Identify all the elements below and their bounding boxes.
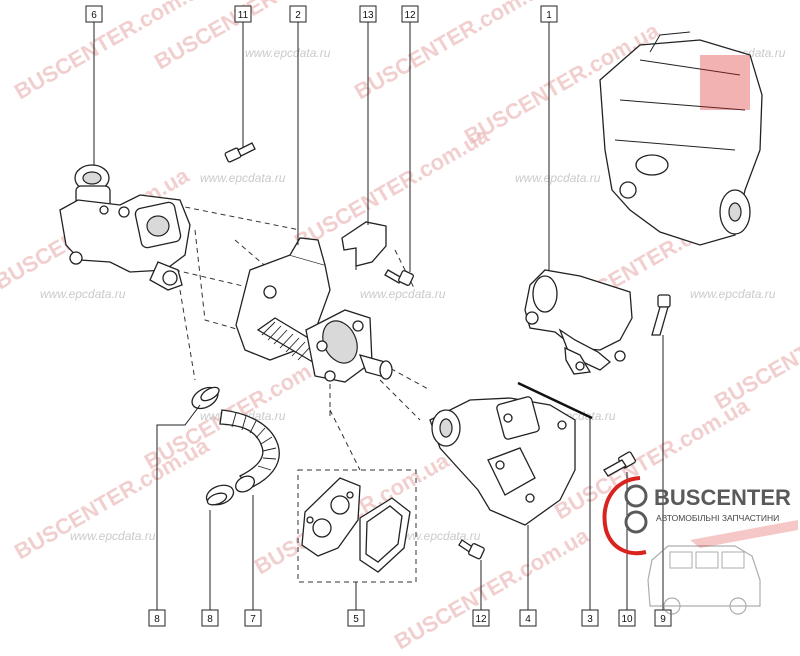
- part-gasket-thin: [517, 381, 593, 420]
- part-hose-clamp-lower: [205, 484, 235, 506]
- callout-3: 3: [581, 609, 599, 627]
- callout-8-right: 8: [201, 609, 219, 627]
- part-bolt-9: [651, 294, 671, 336]
- watermark-site: www.epcdata.ru: [245, 46, 331, 60]
- part-egr-cooler: [235, 237, 393, 383]
- callout-label: 12: [404, 10, 416, 21]
- callout-7: 7: [244, 609, 262, 627]
- callout-label: 10: [621, 614, 633, 625]
- leader-lines: [93, 20, 664, 610]
- part-hose-clamp-upper: [191, 386, 220, 410]
- watermark-site: www.epcdata.ru: [690, 287, 776, 301]
- watermark-site: www.epcdata.ru: [40, 287, 126, 301]
- callout-10: 10: [618, 609, 636, 627]
- callout-label: 13: [362, 10, 374, 21]
- watermark-brand: BUSCENTER.com.ua: [350, 0, 554, 104]
- watermark-site: www.epcdata.ru: [515, 171, 601, 185]
- callout-13: 13: [359, 5, 377, 23]
- watermark-site: www.epcdata.ru: [70, 529, 156, 543]
- callout-4: 4: [519, 609, 537, 627]
- callout-9: 9: [654, 609, 672, 627]
- logo-ring: [624, 484, 648, 508]
- callout-label: 4: [525, 614, 531, 625]
- watermark-site: www.epcdata.ru: [200, 171, 286, 185]
- callout-2: 2: [289, 5, 307, 23]
- watermark-brand: BUSCENTER.com.ua: [710, 282, 800, 414]
- part-bolt-10: [603, 451, 636, 477]
- watermark-site: www.epcdata.ru: [360, 287, 446, 301]
- part-egr-valve-pneumatic: [59, 164, 191, 291]
- callout-label: 7: [250, 614, 256, 625]
- callout-label: 1: [546, 10, 552, 21]
- part-bolt-12-bottom: [458, 539, 485, 560]
- callout-label: 9: [660, 614, 666, 625]
- callout-label: 3: [587, 614, 593, 625]
- callout-label: 12: [475, 614, 487, 625]
- part-corrugated-hose: [219, 409, 280, 493]
- callout-label: 8: [207, 614, 213, 625]
- callout-label: 11: [238, 10, 249, 21]
- watermark-site: www.epcdata.ru: [395, 529, 481, 543]
- part-egr-actuator: [524, 269, 633, 375]
- part-gasket-set: [297, 469, 417, 583]
- callout-5: 5: [347, 609, 365, 627]
- buscenter-logo: BUSCENTER АВТОМОБІЛЬНІ ЗАПЧАСТИНИ: [602, 476, 798, 615]
- watermark-brand: BUSCENTER.com.ua: [10, 432, 214, 564]
- callout-label: 8: [154, 614, 160, 625]
- callout-6: 6: [85, 5, 103, 23]
- callout-12-top: 12: [401, 5, 419, 23]
- part-bolt-12-top: [384, 269, 414, 286]
- callout-label: 6: [91, 10, 97, 21]
- part-egr-valve-body: [429, 396, 576, 526]
- logo-swoosh: [602, 476, 647, 556]
- callout-11: 11: [234, 5, 252, 23]
- logo-name: BUSCENTER: [654, 485, 791, 510]
- part-bracket: [341, 221, 387, 270]
- part-bolt-11: [224, 142, 256, 163]
- callout-1: 1: [540, 5, 558, 23]
- logo-tagline: АВТОМОБІЛЬНІ ЗАПЧАСТИНИ: [656, 513, 779, 523]
- watermark-brand: BUSCENTER.com.ua: [290, 122, 494, 254]
- cooler-bellows: [261, 321, 312, 361]
- engine-thumbnail: [599, 31, 763, 246]
- callout-label: 2: [295, 10, 301, 21]
- callout-label: 5: [353, 614, 359, 625]
- minibus-icon: [647, 545, 761, 615]
- callout-8-left: 8: [148, 609, 166, 627]
- callout-12-bottom: 12: [472, 609, 490, 627]
